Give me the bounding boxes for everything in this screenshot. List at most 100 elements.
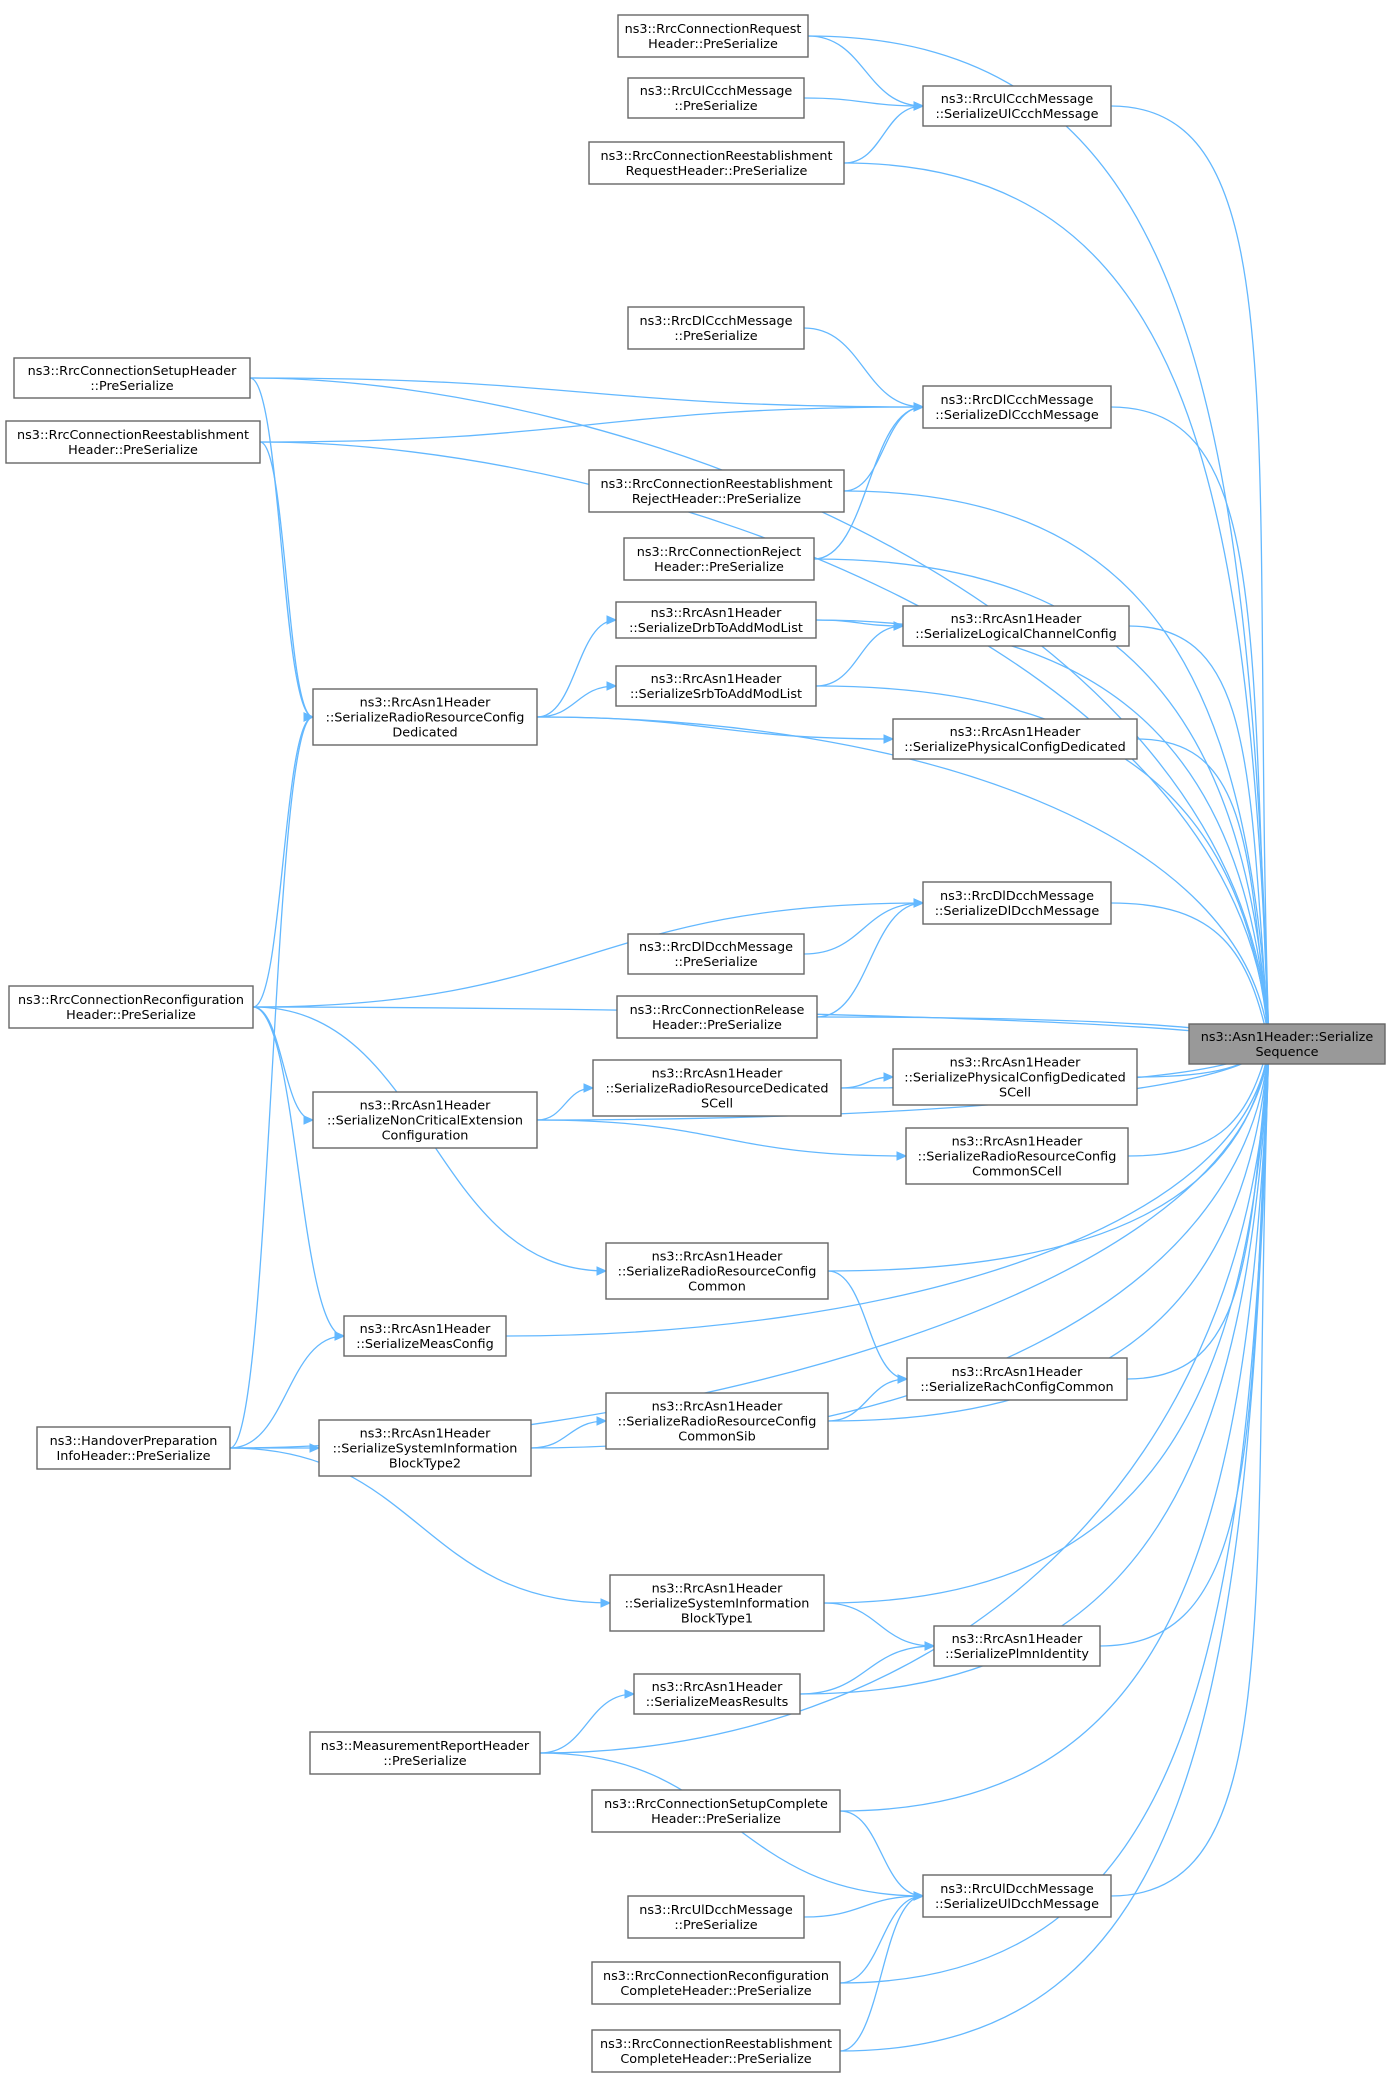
node-rrcconnectionreestablishment-completeheader-preserialize[interactable]: ns3::RrcConnectionReestablishmentComplet…	[591, 2029, 841, 2073]
node-rrcconnectionsetupheader-preserialize[interactable]: ns3::RrcConnectionSetupHeader::PreSerial…	[13, 357, 251, 399]
node-label-line: ns3::Asn1Header::Serialize	[1201, 1030, 1374, 1045]
edge-n35-to-focus	[1110, 1043, 1270, 1897]
node-box	[922, 881, 1112, 925]
node-rrculdcchmessage-serializeuldcchmessage[interactable]: ns3::RrcUlDcchMessage::SerializeUlDcchMe…	[922, 1874, 1112, 1918]
edge-n1-to-n4	[807, 35, 924, 107]
node-box	[312, 1091, 538, 1149]
node-box	[905, 1127, 1129, 1185]
graph-nodes: ns3::Asn1Header::SerializeSequencens3::R…	[5, 14, 1386, 2073]
node-rrcdldcchmessage-serializedldcchmessage[interactable]: ns3::RrcDlDcchMessage::SerializeDlDcchMe…	[922, 881, 1112, 925]
node-box	[591, 1789, 841, 1833]
edge-n5-to-n8	[803, 327, 924, 408]
edge-n28-to-n30	[229, 1447, 611, 1604]
edge-n14-to-n11	[536, 619, 617, 718]
node-box	[592, 1059, 842, 1117]
node-rrcconnectionreconfiguration-completeheader-preserialize[interactable]: ns3::RrcConnectionReconfigurationComplet…	[591, 1961, 841, 2005]
node-rrcdlccchmessage-serializedlccchmessage[interactable]: ns3::RrcDlCcchMessage::SerializeDlCcchMe…	[922, 385, 1112, 429]
node-rrcconnectionreconfiguration-header-preserialize[interactable]: ns3::RrcConnectionReconfigurationHeader:…	[8, 985, 254, 1029]
node-label-line: Header::PreSerialize	[68, 443, 198, 458]
node-rrcasn1header-serializesrbtoaddmodlist[interactable]: ns3::RrcAsn1Header::SerializeSrbToAddMod…	[615, 665, 817, 707]
node-label-line: ns3::RrcAsn1Header	[652, 1400, 783, 1415]
node-label-line: ::SerializeRadioResourceConfig	[618, 1415, 817, 1430]
node-box	[312, 688, 538, 746]
node-box	[892, 1048, 1138, 1106]
edge-n22-to-n23	[536, 1119, 907, 1157]
node-label-line: BlockType1	[681, 1612, 753, 1627]
node-rrcconnectionsetupcomplete-header-preserialize[interactable]: ns3::RrcConnectionSetupCompleteHeader::P…	[591, 1789, 841, 1833]
node-label-line: ::PreSerialize	[383, 1754, 466, 1769]
node-label-line: ::SerializeSystemInformation	[625, 1597, 810, 1612]
node-rrcasn1header-serializesysteminformation-blocktype2[interactable]: ns3::RrcAsn1Header::SerializeSystemInfor…	[318, 1419, 532, 1477]
node-rrculdcchmessage-preserialize[interactable]: ns3::RrcUlDcchMessage::PreSerialize	[627, 1895, 805, 1939]
node-label-line: CommonSCell	[972, 1165, 1062, 1180]
node-label-line: ns3::RrcAsn1Header	[651, 672, 782, 687]
node-rrcconnectionreestablishment-header-preserialize[interactable]: ns3::RrcConnectionReestablishmentHeader:…	[5, 420, 261, 464]
node-label-line: ns3::RrcConnectionRelease	[630, 1003, 805, 1018]
node-box	[627, 306, 805, 350]
edge-n11-to-n12	[815, 619, 904, 627]
node-label-line: ns3::RrcAsn1Header	[360, 1427, 491, 1442]
node-rrculccchmessage-serializeulccchmessage[interactable]: ns3::RrcUlCcchMessage::SerializeUlCcchMe…	[922, 85, 1112, 127]
node-label-line: ns3::RrcAsn1Header	[950, 725, 1081, 740]
edge-n18-to-n25	[252, 1006, 345, 1337]
node-rrcdldcchmessage-preserialize[interactable]: ns3::RrcDlDcchMessage::PreSerialize	[627, 933, 805, 975]
node-label-line: Dedicated	[392, 726, 457, 741]
edge-n18-to-n16	[252, 902, 924, 1008]
node-rrcconnectionreject-header-preserialize[interactable]: ns3::RrcConnectionRejectHeader::PreSeria…	[623, 537, 815, 581]
edge-n6-to-n8	[249, 377, 924, 408]
node-box	[36, 1426, 231, 1470]
node-label-line: ns3::RrcAsn1Header	[950, 1056, 1081, 1071]
node-rrcasn1header-serializeradioresourceconfig-dedicated[interactable]: ns3::RrcAsn1Header::SerializeRadioResour…	[312, 688, 538, 746]
node-rrcasn1header-serializephysicalconfigdedicated[interactable]: ns3::RrcAsn1Header::SerializePhysicalCon…	[892, 718, 1138, 760]
node-rrcdlccchmessage-preserialize[interactable]: ns3::RrcDlCcchMessage::PreSerialize	[627, 306, 805, 350]
node-label-line: CommonSib	[678, 1430, 755, 1445]
node-label-line: ns3::RrcConnectionReestablishment	[601, 477, 833, 492]
edge-n9-to-focus	[843, 490, 1270, 1045]
node-rrcasn1header-serializedrbtoaddmodlist[interactable]: ns3::RrcAsn1Header::SerializeDrbToAddMod…	[615, 601, 817, 639]
node-rrcasn1header-serializeradioresourceconfig-commonscell[interactable]: ns3::RrcAsn1Header::SerializeRadioResour…	[905, 1127, 1129, 1185]
node-handoverpreparation-infoheader-preserialize[interactable]: ns3::HandoverPreparationInfoHeader::PreS…	[36, 1426, 231, 1470]
node-label-line: InfoHeader::PreSerialize	[57, 1449, 211, 1464]
node-label-line: Configuration	[382, 1129, 469, 1144]
node-rrcasn1header-serializelogicalchannelconfig[interactable]: ns3::RrcAsn1Header::SerializeLogicalChan…	[902, 605, 1130, 647]
node-label-line: ns3::RrcAsn1Header	[952, 1365, 1083, 1380]
node-rrcconnectionreestablishment-rejectheader-preserialize[interactable]: ns3::RrcConnectionReestablishmentRejectH…	[588, 469, 845, 513]
node-measurementreportheader-preserialize[interactable]: ns3::MeasurementReportHeader::PreSeriali…	[309, 1731, 541, 1775]
node-label-line: ::SerializeDrbToAddModList	[629, 621, 803, 636]
node-rrcasn1header-serializerachconfigcommon[interactable]: ns3::RrcAsn1Header::SerializeRachConfigC…	[906, 1357, 1128, 1401]
node-rrcasn1header-serializephysicalconfigdedicated-scell[interactable]: ns3::RrcAsn1Header::SerializePhysicalCon…	[892, 1048, 1138, 1106]
node-box	[922, 385, 1112, 429]
edge-n10-to-n8	[813, 406, 924, 560]
node-rrcasn1header-serializeradioresourceconfig-common[interactable]: ns3::RrcAsn1Header::SerializeRadioResour…	[605, 1242, 829, 1300]
node-label-line: BlockType2	[389, 1457, 461, 1472]
node-rrcasn1header-serializeradioresourceconfig-commonsib[interactable]: ns3::RrcAsn1Header::SerializeRadioResour…	[605, 1392, 829, 1450]
node-box	[588, 469, 845, 513]
edge-n32-to-focus	[799, 1043, 1270, 1695]
node-rrcconnectionreestablishment-requestheader-preserialize[interactable]: ns3::RrcConnectionReestablishmentRequest…	[588, 141, 845, 185]
edge-n2-to-n4	[803, 97, 924, 107]
node-label-line: Header::PreSerialize	[66, 1008, 196, 1023]
node-rrcasn1header-serializenoncriticalextension-configuration[interactable]: ns3::RrcAsn1Header::SerializeNonCritical…	[312, 1091, 538, 1149]
node-label-line: ns3::RrcAsn1Header	[652, 1582, 783, 1597]
node-label-line: ns3::RrcConnectionRequest	[625, 22, 802, 37]
node-rrcasn1header-serializeradioresourcededicated-scell[interactable]: ns3::RrcAsn1Header::SerializeRadioResour…	[592, 1059, 842, 1117]
arrowhead-icon	[309, 1443, 321, 1453]
node-rrcconnectionrelease-header-preserialize[interactable]: ns3::RrcConnectionReleaseHeader::PreSeri…	[616, 995, 818, 1039]
node-rrcasn1header-serializemeasresults[interactable]: ns3::RrcAsn1Header::SerializeMeasResults	[633, 1673, 801, 1715]
node-label-line: ::SerializeRadioResourceConfig	[918, 1150, 1117, 1165]
node-rrcasn1header-serializeplmnidentity[interactable]: ns3::RrcAsn1Header::SerializePlmnIdentit…	[933, 1625, 1101, 1667]
node-label-line: ::SerializeRachConfigCommon	[920, 1380, 1113, 1395]
node-rrcasn1header-serializesysteminformation-blocktype1[interactable]: ns3::RrcAsn1Header::SerializeSystemInfor…	[609, 1574, 825, 1632]
edge-n22-to-n20	[536, 1087, 594, 1121]
arrowhead-icon	[334, 1331, 346, 1341]
edge-n7-to-n8	[259, 406, 924, 443]
arrowhead-icon	[303, 712, 315, 722]
node-rrcconnectionrequest-header-preserialize[interactable]: ns3::RrcConnectionRequestHeader::PreSeri…	[617, 14, 809, 58]
node-rrculccchmessage-preserialize[interactable]: ns3::RrcUlCcchMessage::PreSerialize	[627, 77, 805, 119]
node-rrcasn1header-serializemeasconfig[interactable]: ns3::RrcAsn1Header::SerializeMeasConfig	[343, 1315, 507, 1357]
node-label-line: ns3::RrcAsn1Header	[651, 606, 782, 621]
node-label-line: ::SerializeMeasResults	[646, 1695, 789, 1710]
arrowhead-icon	[583, 1083, 595, 1093]
